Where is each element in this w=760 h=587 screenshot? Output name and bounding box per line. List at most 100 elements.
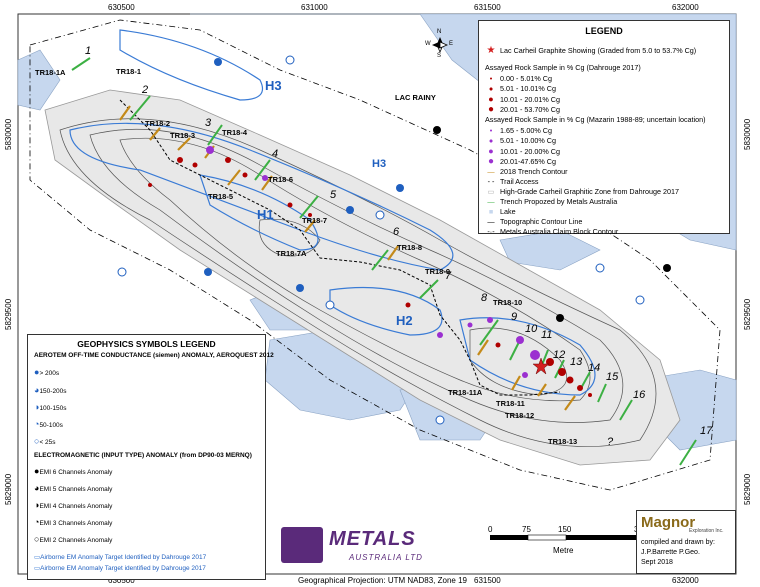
trench-label: TR18-10 (493, 298, 523, 307)
credit-line1: compiled and drawn by: (641, 539, 715, 546)
credit-box: Magnor Exploration Inc. compiled and dra… (636, 510, 736, 574)
dot-icon: • (489, 126, 493, 135)
line-icon: — (487, 167, 495, 176)
coord-left-3: 5829000 (4, 473, 13, 505)
anomaly-icon: ◕ (34, 385, 40, 395)
line-icon: — (487, 197, 495, 206)
legend-item: ●20.01-47.65% Cg (485, 156, 556, 167)
trench-label: TR18-1A (35, 68, 66, 77)
aerotem-item: ●> 200s (34, 367, 60, 377)
coord-left-2: 5829500 (4, 298, 13, 330)
aerotem-item: ◕150-200s (34, 385, 67, 395)
compass-n: N (437, 29, 442, 35)
emi-item: ○EMI 2 Channels Anomaly (34, 534, 113, 544)
legend-item: ●5.01 - 10.00% Cg (485, 136, 556, 145)
trench-number: 6 (393, 226, 400, 238)
trench-number: 3 (205, 117, 212, 129)
dot-icon: ● (488, 146, 494, 156)
graphitic-zone (44, 89, 681, 466)
emi-icon: ◔ (34, 517, 40, 527)
compass-e: E (449, 41, 454, 47)
scale-bar (490, 534, 642, 541)
lake-label: LAC RAINY (395, 93, 436, 102)
dash-icon: - - (487, 177, 495, 186)
aerotem-title: AEROTEM OFF-TIME CONDUCTANCE (siemen) AN… (34, 352, 274, 359)
sample-points (148, 146, 592, 397)
coord-top-3: 631500 (474, 3, 501, 12)
coord-top-1: 630500 (108, 3, 135, 12)
emi-item: ◔EMI 3 Channels Anomaly (34, 517, 113, 527)
legend-item: -·-Metals Australia Claim Block Contour (485, 227, 618, 236)
airborne-em-targets (69, 29, 596, 396)
trench-number: ? (607, 436, 614, 448)
credit-line2: J.P.Barrette P.Geo. (641, 549, 700, 556)
legend-item: •1.65 - 5.00% Cg (485, 126, 552, 135)
scale-tick: 75 (522, 525, 531, 534)
geophysics-symbols (117, 55, 671, 425)
scale-tick: 150 (558, 525, 572, 534)
trench-number: 14 (588, 362, 601, 374)
coord-left-1: 5830000 (4, 118, 13, 150)
claim-block-contour (29, 19, 721, 491)
emi-item: ●EMI 6 Channels Anomaly (34, 466, 113, 476)
trench-label: TR18-3 (170, 131, 196, 140)
compass-s: S (437, 53, 442, 59)
coord-right-2: 5829500 (743, 298, 752, 330)
compass-w: W (425, 41, 431, 47)
graphite-showing-star (532, 357, 550, 375)
zone-h2: H2 (396, 313, 413, 328)
line-icon: — (487, 217, 495, 226)
projection-label: Geographical Projection: UTM NAD83, Zone… (295, 576, 470, 585)
box-icon: ■ (488, 207, 494, 216)
legend-title: LEGEND (585, 26, 623, 36)
legend-item: ●5.01 - 10.01% Cg (485, 84, 556, 93)
legend-item: —Topographic Contour Line (485, 217, 582, 226)
trench-number: 4 (272, 148, 279, 160)
airborne-item: ▭Airborne EM Anomaly Target Identified b… (34, 554, 207, 561)
trench-number: 5 (330, 189, 337, 201)
trench-label: TR18-5 (208, 192, 234, 201)
legend-item-showing: ★Lac Carheil Graphite Showing (Graded fr… (486, 45, 697, 56)
trail-access (119, 99, 561, 396)
dot-icon: • (489, 74, 493, 83)
anomaly-icon: ◑ (34, 402, 40, 412)
coord-top-2: 631000 (301, 3, 328, 12)
legend-item: •0.00 - 5.01% Cg (485, 74, 552, 83)
trench-label: TR18-13 (548, 437, 578, 446)
legend-item-dahrouge: Assayed Rock Sample in % Cg (Dahrouge 20… (485, 63, 641, 72)
dash-icon: -·- (487, 227, 495, 236)
trench-number: 17 (700, 425, 713, 437)
trench-label: TR18-2 (145, 119, 171, 128)
credit-line3: Sept 2018 (641, 559, 673, 566)
zone-h3-south: H3 (372, 158, 387, 170)
logo-subtext: AUSTRALIA LTD (349, 553, 423, 562)
box-icon: ▭ (487, 187, 495, 196)
coord-bottom-1: 630500 (108, 576, 135, 585)
trench-number: 12 (553, 349, 566, 361)
trench-label: TR18-12 (505, 411, 535, 420)
box-icon: ▭ (34, 554, 41, 561)
trench-number: 7 (445, 270, 452, 282)
trench-label: TR18-7A (276, 249, 307, 258)
dot-icon: ● (487, 156, 495, 167)
scale-unit: Metre (553, 546, 574, 555)
coord-bottom-3: 631500 (474, 576, 501, 585)
scale-tick: 0 (488, 525, 493, 534)
legend-item: ●10.01 - 20.00% Cg (485, 146, 560, 156)
legend-item: ●10.01 - 20.01% Cg (485, 94, 560, 104)
emi-icon: ◑ (34, 500, 40, 510)
trench-number: 16 (633, 389, 646, 401)
trench-label: TR18-7 (302, 216, 328, 225)
zone-h3-north: H3 (265, 78, 282, 93)
coord-bottom-4: 632000 (672, 576, 699, 585)
logo-mark-icon (281, 527, 323, 563)
brand-sub: Exploration Inc. (689, 528, 724, 534)
coord-top-4: 632000 (672, 3, 699, 12)
legend-item-mazarin: Assayed Rock Sample in % Cg (Mazarin 198… (485, 115, 706, 124)
airborne-item: ▭Airborne EM Anomaly Target identified b… (34, 565, 206, 572)
coord-right-3: 5829000 (743, 473, 752, 505)
trench-number: 13 (570, 356, 583, 368)
trench-number: 2 (142, 84, 149, 96)
dot-icon: ● (488, 94, 494, 104)
trench-number: 8 (481, 292, 488, 304)
